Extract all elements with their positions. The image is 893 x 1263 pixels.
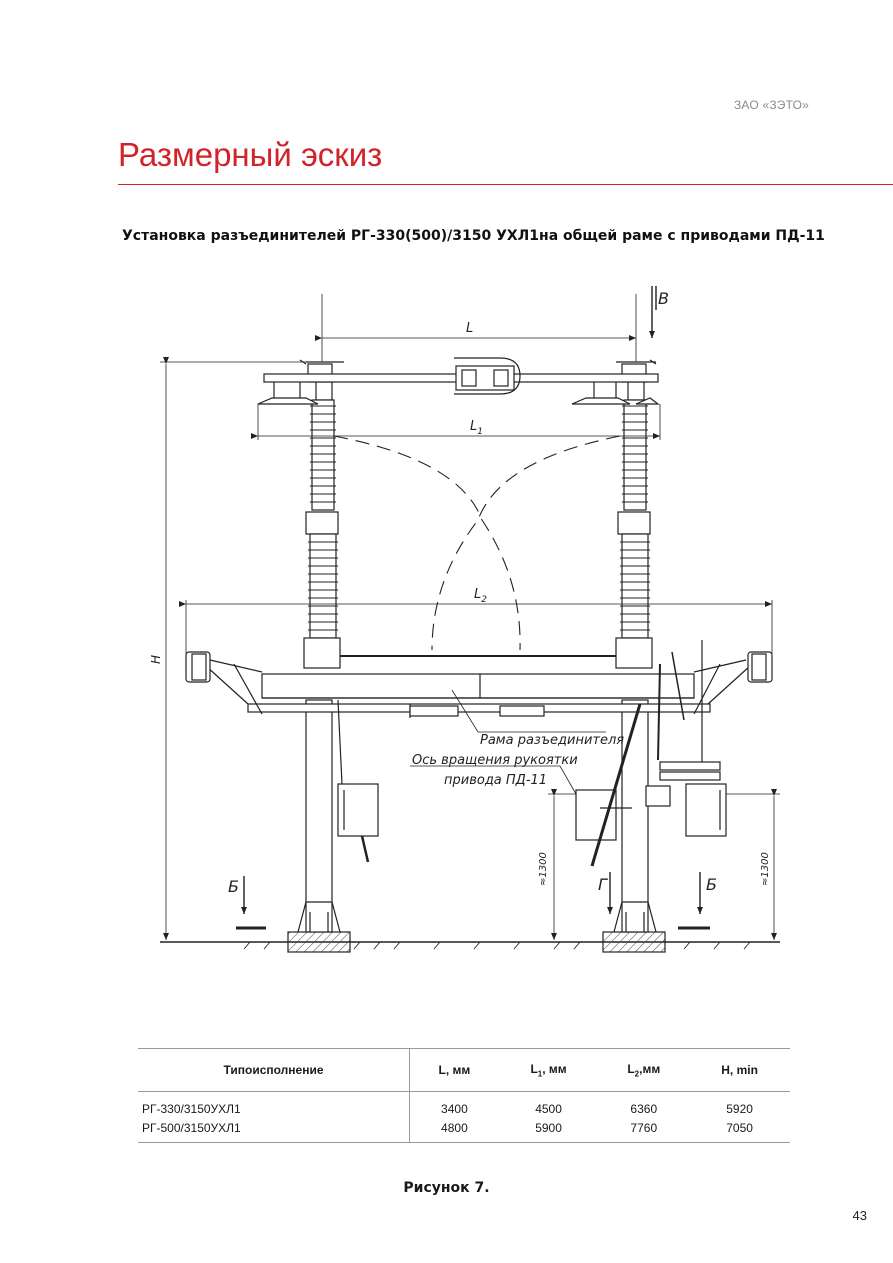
spec-table: Типоисполнение L, мм L1, мм L2,мм H, min… (138, 1048, 790, 1143)
table-row: РГ-330/3150УХЛ1 3400 4500 6360 5920 (138, 1091, 790, 1118)
col-header-l1: L1, мм (498, 1048, 599, 1092)
foundation-left (287, 931, 351, 953)
cell-l2: 6360 (630, 1101, 658, 1116)
label-axis-line1: Ось вращения рукоятки (412, 753, 578, 768)
figure-caption: Рисунок 7. (403, 1180, 490, 1196)
cell-type: РГ-330/3150УХЛ1 (138, 1091, 411, 1118)
label-view-b-left: Б (228, 877, 239, 896)
insulator-right (615, 379, 653, 669)
label-frame: Рама разъединителя (480, 733, 624, 748)
col-header-type: Типоисполнение (138, 1048, 411, 1092)
drawing-subtitle: Установка разъединителей РГ-330(500)/315… (122, 228, 825, 244)
drive-box-right (685, 783, 727, 837)
cell-l1: 4500 (535, 1101, 562, 1116)
cell-h: 5920 (726, 1101, 753, 1116)
label-axis-line2: привода ПД-11 (444, 773, 547, 788)
title-divider (118, 184, 893, 185)
label-1300-right: ≈1300 (760, 852, 771, 886)
technical-drawing: В L L1 L2 Н Рама разъединителя Ось враще… (149, 286, 780, 953)
switch-frame (261, 673, 695, 699)
support-column-left (305, 699, 333, 933)
col-header-l2: L2,мм (598, 1048, 690, 1092)
table-header-row: Типоисполнение L, мм L1, мм L2,мм H, min (138, 1048, 790, 1092)
support-column-right (621, 699, 649, 933)
drive-box-left (337, 783, 379, 837)
col-header-l: L, мм (409, 1048, 499, 1092)
col-header-h: H, min (689, 1048, 790, 1092)
label-view-b-right: Б (706, 875, 717, 894)
label-view-v: В (658, 289, 669, 308)
cell-type: РГ-500/3150УХЛ1 (138, 1118, 411, 1143)
label-1300-left: ≈1300 (538, 852, 549, 886)
cell-h: 7050 (689, 1118, 790, 1143)
label-dim-l2: L2 (474, 587, 487, 605)
label-dim-l1: L1 (470, 419, 483, 437)
label-dim-h: Н (149, 655, 163, 664)
label-view-g: Г (598, 875, 608, 894)
cell-l: 3400 (441, 1101, 468, 1116)
cell-l1: 5900 (498, 1118, 599, 1143)
company-name: ЗАО «ЗЭТО» (733, 98, 809, 112)
table-row: РГ-500/3150УХЛ1 4800 5900 7760 7050 (138, 1118, 790, 1143)
insulator-left (303, 379, 341, 669)
cell-l2: 7760 (598, 1118, 690, 1143)
page-number: 43 (852, 1208, 867, 1223)
label-dim-l: L (466, 321, 473, 336)
cell-l: 4800 (409, 1118, 499, 1143)
page-title: Размерный эскиз (118, 136, 383, 173)
foundation-right (602, 931, 666, 953)
